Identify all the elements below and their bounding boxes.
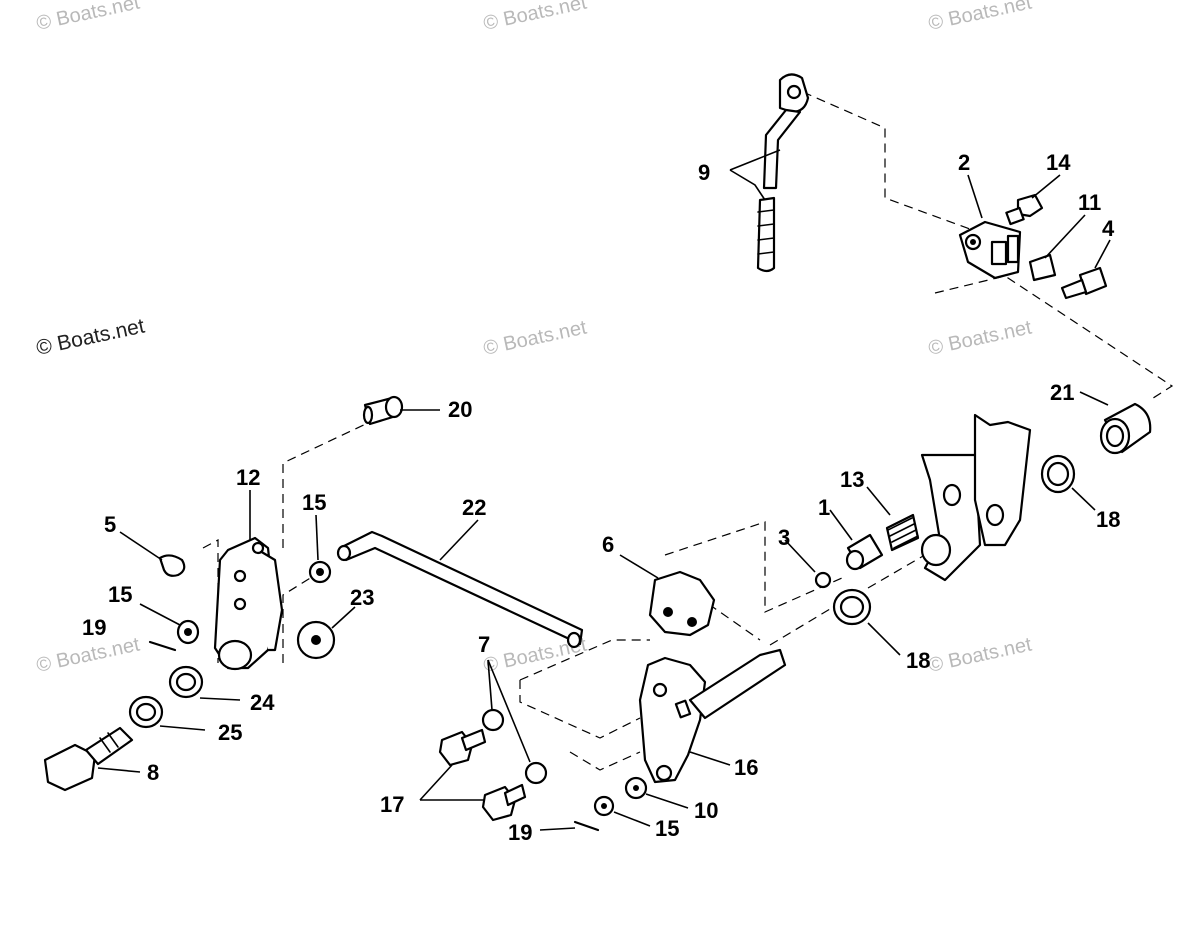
clip-part-5 — [158, 554, 186, 577]
callout-10: 10 — [694, 798, 718, 823]
callout-21: 21 — [1050, 380, 1074, 405]
lever-part-12 — [213, 536, 284, 671]
washer-part-7-b — [524, 761, 548, 785]
callout-3: 3 — [778, 525, 790, 550]
clip-part-11 — [1028, 253, 1057, 282]
callout-5: 5 — [104, 512, 116, 537]
bracket-housing — [920, 413, 1032, 582]
callout-14: 14 — [1046, 150, 1071, 175]
watermark: © Boats.net — [926, 633, 1034, 676]
washer-part-25 — [128, 695, 164, 729]
watermark: © Boats.net — [481, 0, 589, 35]
washer-part-15-a — [308, 560, 332, 584]
shift-rod-part-9 — [756, 73, 810, 273]
pin-part-19-a — [148, 640, 177, 652]
callout-25: 25 — [218, 720, 242, 745]
bushing-part-18-upper — [1040, 454, 1076, 494]
callout-23: 23 — [350, 585, 374, 610]
link-rod-part-22 — [336, 530, 584, 649]
bushing-part-21 — [1099, 402, 1152, 455]
clamp-part-2 — [958, 220, 1022, 280]
bushing-part-18-lower — [832, 588, 872, 626]
callout-12: 12 — [236, 465, 260, 490]
bolt-part-17-a — [438, 728, 487, 767]
washer-part-15-b — [176, 619, 200, 645]
washer-part-10 — [624, 776, 648, 800]
callout-8: 8 — [147, 760, 159, 785]
watermark: © Boats.net — [481, 316, 589, 359]
washer-part-7-a — [481, 708, 505, 732]
ball-part-3 — [814, 571, 832, 589]
callout-19-a: 19 — [82, 615, 106, 640]
callout-7: 7 — [478, 632, 490, 657]
callout-9: 9 — [698, 160, 710, 185]
pin-part-20 — [362, 395, 404, 426]
callout-15-c: 15 — [655, 816, 679, 841]
callout-13: 13 — [840, 467, 864, 492]
washer-part-24 — [168, 665, 204, 699]
leader-lines — [97, 149, 1111, 831]
callout-18-upper: 18 — [1096, 507, 1120, 532]
screw-part-14 — [1005, 193, 1044, 226]
watermark: © Boats.net — [926, 316, 1034, 359]
callout-6: 6 — [602, 532, 614, 557]
callout-1: 1 — [818, 495, 830, 520]
pin-part-19-b — [573, 820, 600, 832]
washer-part-23 — [296, 620, 336, 660]
callout-4: 4 — [1102, 216, 1115, 241]
callout-16: 16 — [734, 755, 758, 780]
watermark: © Boats.net — [34, 633, 142, 676]
callout-24: 24 — [250, 690, 275, 715]
watermark: © Boats.net — [926, 0, 1034, 35]
bolt-part-8 — [43, 726, 134, 792]
callout-19-b: 19 — [508, 820, 532, 845]
lever-part-16 — [638, 648, 787, 784]
plunger-part-1 — [845, 533, 884, 571]
watermark: © Boats.net — [34, 0, 142, 35]
callout-2: 2 — [958, 150, 970, 175]
bolt-part-17-b — [481, 783, 527, 822]
callout-15-a: 15 — [302, 490, 326, 515]
spring-part-13 — [885, 513, 920, 552]
watermarks: © Boats.net © Boats.net © Boats.net © Bo… — [34, 0, 1034, 677]
callout-18-lower: 18 — [906, 648, 930, 673]
callout-labels: 9 2 14 11 4 21 18 18 1 3 13 6 22 20 12 5… — [82, 150, 1120, 845]
watermark: © Boats.net — [34, 314, 147, 359]
callout-15-b: 15 — [108, 582, 132, 607]
bolt-part-4 — [1060, 266, 1108, 300]
callout-20: 20 — [448, 397, 472, 422]
washer-part-15-c — [593, 795, 615, 817]
callout-17: 17 — [380, 792, 404, 817]
cam-part-6 — [648, 570, 716, 637]
callout-11: 11 — [1078, 190, 1101, 215]
callout-22: 22 — [462, 495, 486, 520]
